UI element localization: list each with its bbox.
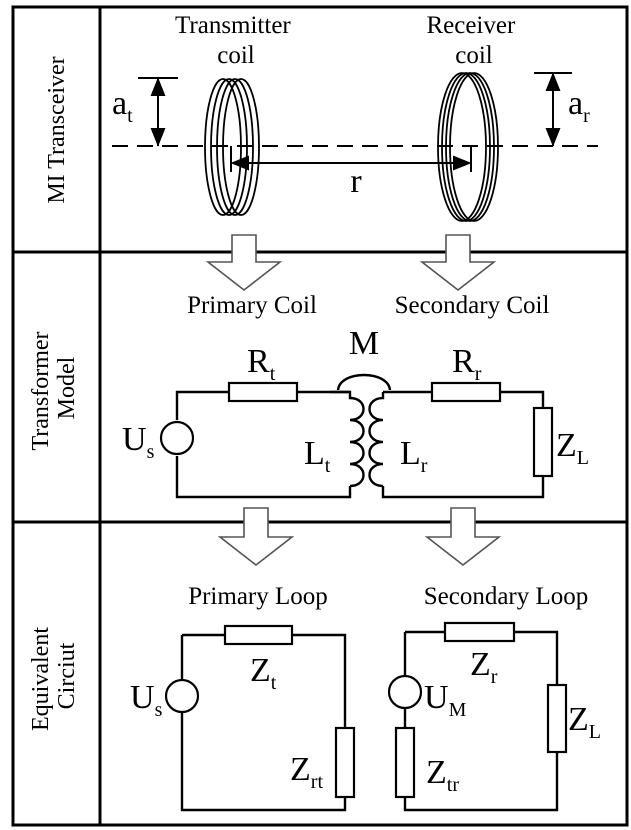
resistor-zr [443, 621, 516, 643]
transformer-section: Primary Coil Secondary Coil M Rt Rr Lt L… [122, 292, 589, 499]
voltage-source-icon [164, 678, 200, 714]
secondary-loop-wire [403, 630, 559, 812]
load-zl [532, 406, 554, 478]
label-rr: Rr [452, 343, 482, 385]
frame [11, 5, 629, 827]
row-label-mi-transceiver: MI Transceiver [44, 56, 70, 203]
label-zt: Zt [250, 652, 277, 694]
distance-label: r [350, 163, 362, 200]
load-zl-equivalent [546, 683, 568, 754]
secondary-coil-label: Secondary Coil [395, 292, 550, 319]
resistor-zt [223, 624, 294, 646]
label-lr: Lr [400, 435, 428, 477]
radius-label-receiver: ar [568, 85, 590, 127]
transmitter-coil-label: Transmitter coil [175, 12, 297, 69]
row-label-equivalent-circuit: Equivalent Circiut [28, 621, 80, 731]
down-arrow-icon [419, 234, 497, 292]
transmitter-coil-icon [204, 78, 260, 216]
label-zr: Zr [470, 646, 498, 688]
resistor-rr [430, 381, 502, 403]
radius-marker-transmitter [138, 77, 178, 147]
label-us-equivalent: Us [130, 679, 163, 721]
label-us: Us [122, 421, 155, 463]
voltage-source-icon [159, 420, 195, 456]
resistor-rt [227, 381, 299, 403]
resistor-zrt [334, 726, 356, 799]
mutual-label: M [349, 325, 379, 362]
radius-marker-receiver [534, 72, 572, 147]
primary-loop-wire [180, 633, 347, 812]
label-ztr: Ztr [426, 754, 459, 796]
down-arrow-icon [424, 507, 502, 567]
equivalent-section: Primary Loop Secondary Loop Zt Zr Zrt Zt… [130, 583, 601, 812]
radius-label-transmitter: at [112, 85, 133, 127]
label-um: UM [424, 679, 467, 721]
label-lt: Lt [304, 435, 331, 477]
resistor-ztr [394, 726, 416, 799]
inductor-lt-icon [330, 390, 365, 488]
label-zrt: Zrt [290, 751, 323, 793]
row-label-transformer-model: Transformer Model [28, 325, 80, 450]
receiver-coil-icon [437, 72, 499, 222]
induced-voltage-source-icon [387, 674, 423, 710]
distance-arrow [230, 146, 472, 172]
secondary-circuit-wire [381, 390, 545, 499]
down-arrow-icon [217, 507, 295, 567]
primary-loop-label: Primary Loop [188, 583, 328, 610]
label-zl: ZL [556, 427, 589, 469]
mutual-coupling-arc [336, 373, 392, 391]
inductor-lr-icon [368, 392, 385, 488]
primary-coil-label: Primary Coil [187, 292, 317, 319]
receiver-coil-label: Receiver coil [426, 12, 521, 69]
label-zl-equivalent: ZL [568, 701, 601, 743]
primary-circuit-wire [175, 390, 352, 499]
transceiver-section: Transmitter coil Receiver coil [112, 12, 598, 222]
label-rt: Rt [247, 343, 276, 385]
down-arrow-icon [205, 234, 283, 292]
secondary-loop-label: Secondary Loop [424, 583, 589, 610]
